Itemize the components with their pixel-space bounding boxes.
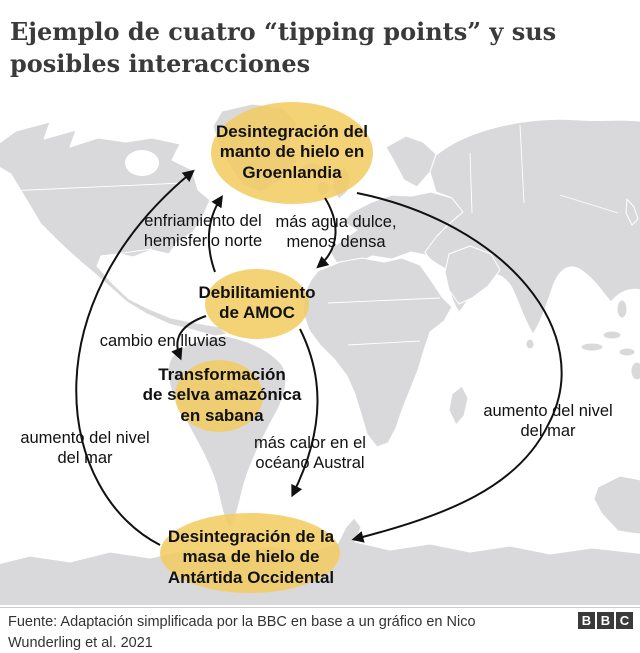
source-attribution: Fuente: Adaptación simplificada por la B… <box>8 612 548 653</box>
label-freshwater-line2: menos densa <box>286 232 386 251</box>
source-line-2: Nico Wunderling et al. 2021 <box>8 614 476 652</box>
madagascar <box>448 385 469 426</box>
arabia <box>444 245 501 305</box>
borneo <box>602 330 622 340</box>
label-amazon-line3: en sabana <box>180 405 264 425</box>
label-freshwater: más agua dulce, menos densa <box>251 213 421 253</box>
label-sea-level-left-line1: aumento del nivel <box>20 429 150 447</box>
node-greenland <box>211 102 373 204</box>
bbc-logo: B B C <box>578 612 633 629</box>
bbc-logo-box-1: B <box>578 612 595 629</box>
label-greenland-line2: manto de hielo en <box>219 142 365 162</box>
label-amazon: Transformación de selva amazónica en sab… <box>112 365 332 426</box>
node-amoc <box>205 269 309 339</box>
bbc-logo-box-2: B <box>597 612 614 629</box>
label-rainfall: cambio en lluvias <box>78 332 248 352</box>
arrow-amoc-to-amazon <box>171 315 207 361</box>
label-greenland: Desintegración del manto de hielo en Gro… <box>182 122 402 183</box>
new-guinea <box>630 361 640 381</box>
africa <box>302 257 453 448</box>
label-antarctica: Desintegración de la masa de hielo de An… <box>131 527 371 588</box>
label-heat-line1: más calor en el <box>254 434 366 452</box>
north-america <box>0 121 228 337</box>
page-title: Ejemplo de cuatro “tipping points” y sus… <box>10 16 610 80</box>
tipping-point-nodes <box>160 102 373 593</box>
footer-divider <box>0 607 640 608</box>
sri-lanka <box>525 338 535 350</box>
label-amazon-line1: Transformación <box>158 365 286 384</box>
title-line-1: Ejemplo de cuatro “tipping points” y <box>10 17 504 46</box>
java <box>618 347 636 357</box>
label-sea-level-right: aumento del nivel del mar <box>463 402 633 442</box>
interaction-arrows <box>75 169 563 546</box>
label-amazon-line2: de selva amazónica <box>142 385 302 405</box>
sumatra <box>580 342 604 352</box>
world-map <box>0 102 640 605</box>
arrow-greenland-to-antarctica <box>351 192 563 543</box>
world-map-area <box>0 95 640 605</box>
label-sea-level-right-line1: aumento del nivel <box>483 402 613 420</box>
australia <box>593 475 640 535</box>
label-sea-level-left-line2: del mar <box>57 448 113 467</box>
arrow-antarctica-to-greenland <box>75 169 195 546</box>
label-greenland-line3: Groenlandia <box>242 162 342 182</box>
philippines <box>616 299 628 319</box>
node-amazon <box>175 360 263 432</box>
label-cooling-line2: hemisferio norte <box>143 231 263 250</box>
label-sea-level-right-line2: del mar <box>520 421 576 440</box>
label-southern-ocean-heat: más calor en el océano Austral <box>230 434 390 474</box>
label-cooling-line1: enfriamiento del <box>144 212 262 230</box>
node-antarctica <box>160 513 340 593</box>
label-antarctica-line1: Desintegración de la <box>167 527 335 546</box>
label-amoc: Debilitamiento de AMOC <box>147 283 367 324</box>
map-details <box>7 124 619 396</box>
hudson-bay <box>125 150 159 176</box>
bbc-logo-box-3: C <box>616 612 633 629</box>
japan <box>625 198 639 226</box>
label-sea-level-left: aumento del nivel del mar <box>0 429 170 469</box>
label-greenland-line1: Desintegración del <box>215 122 369 141</box>
arrow-amoc-to-antarctica <box>291 328 319 498</box>
label-rainfall-line1: cambio en lluvias <box>99 332 227 350</box>
arrow-amoc-to-greenland <box>207 194 223 273</box>
label-amoc-line2: de AMOC <box>219 303 295 323</box>
label-cooling: enfriamiento del hemisferio norte <box>123 212 283 252</box>
label-amoc-line1: Debilitamiento <box>198 283 316 302</box>
label-antarctica-line2: masa de hielo de <box>182 547 320 567</box>
title-line-2: sus posibles interacciones <box>10 17 557 78</box>
label-heat-line2: océano Austral <box>255 453 365 472</box>
label-antarctica-line3: Antártida Occidental <box>167 567 335 587</box>
arrow-greenland-to-amoc <box>316 197 337 269</box>
label-freshwater-line1: más agua dulce, <box>275 213 397 231</box>
source-line-1: Fuente: Adaptación simplificada por la B… <box>8 614 443 630</box>
